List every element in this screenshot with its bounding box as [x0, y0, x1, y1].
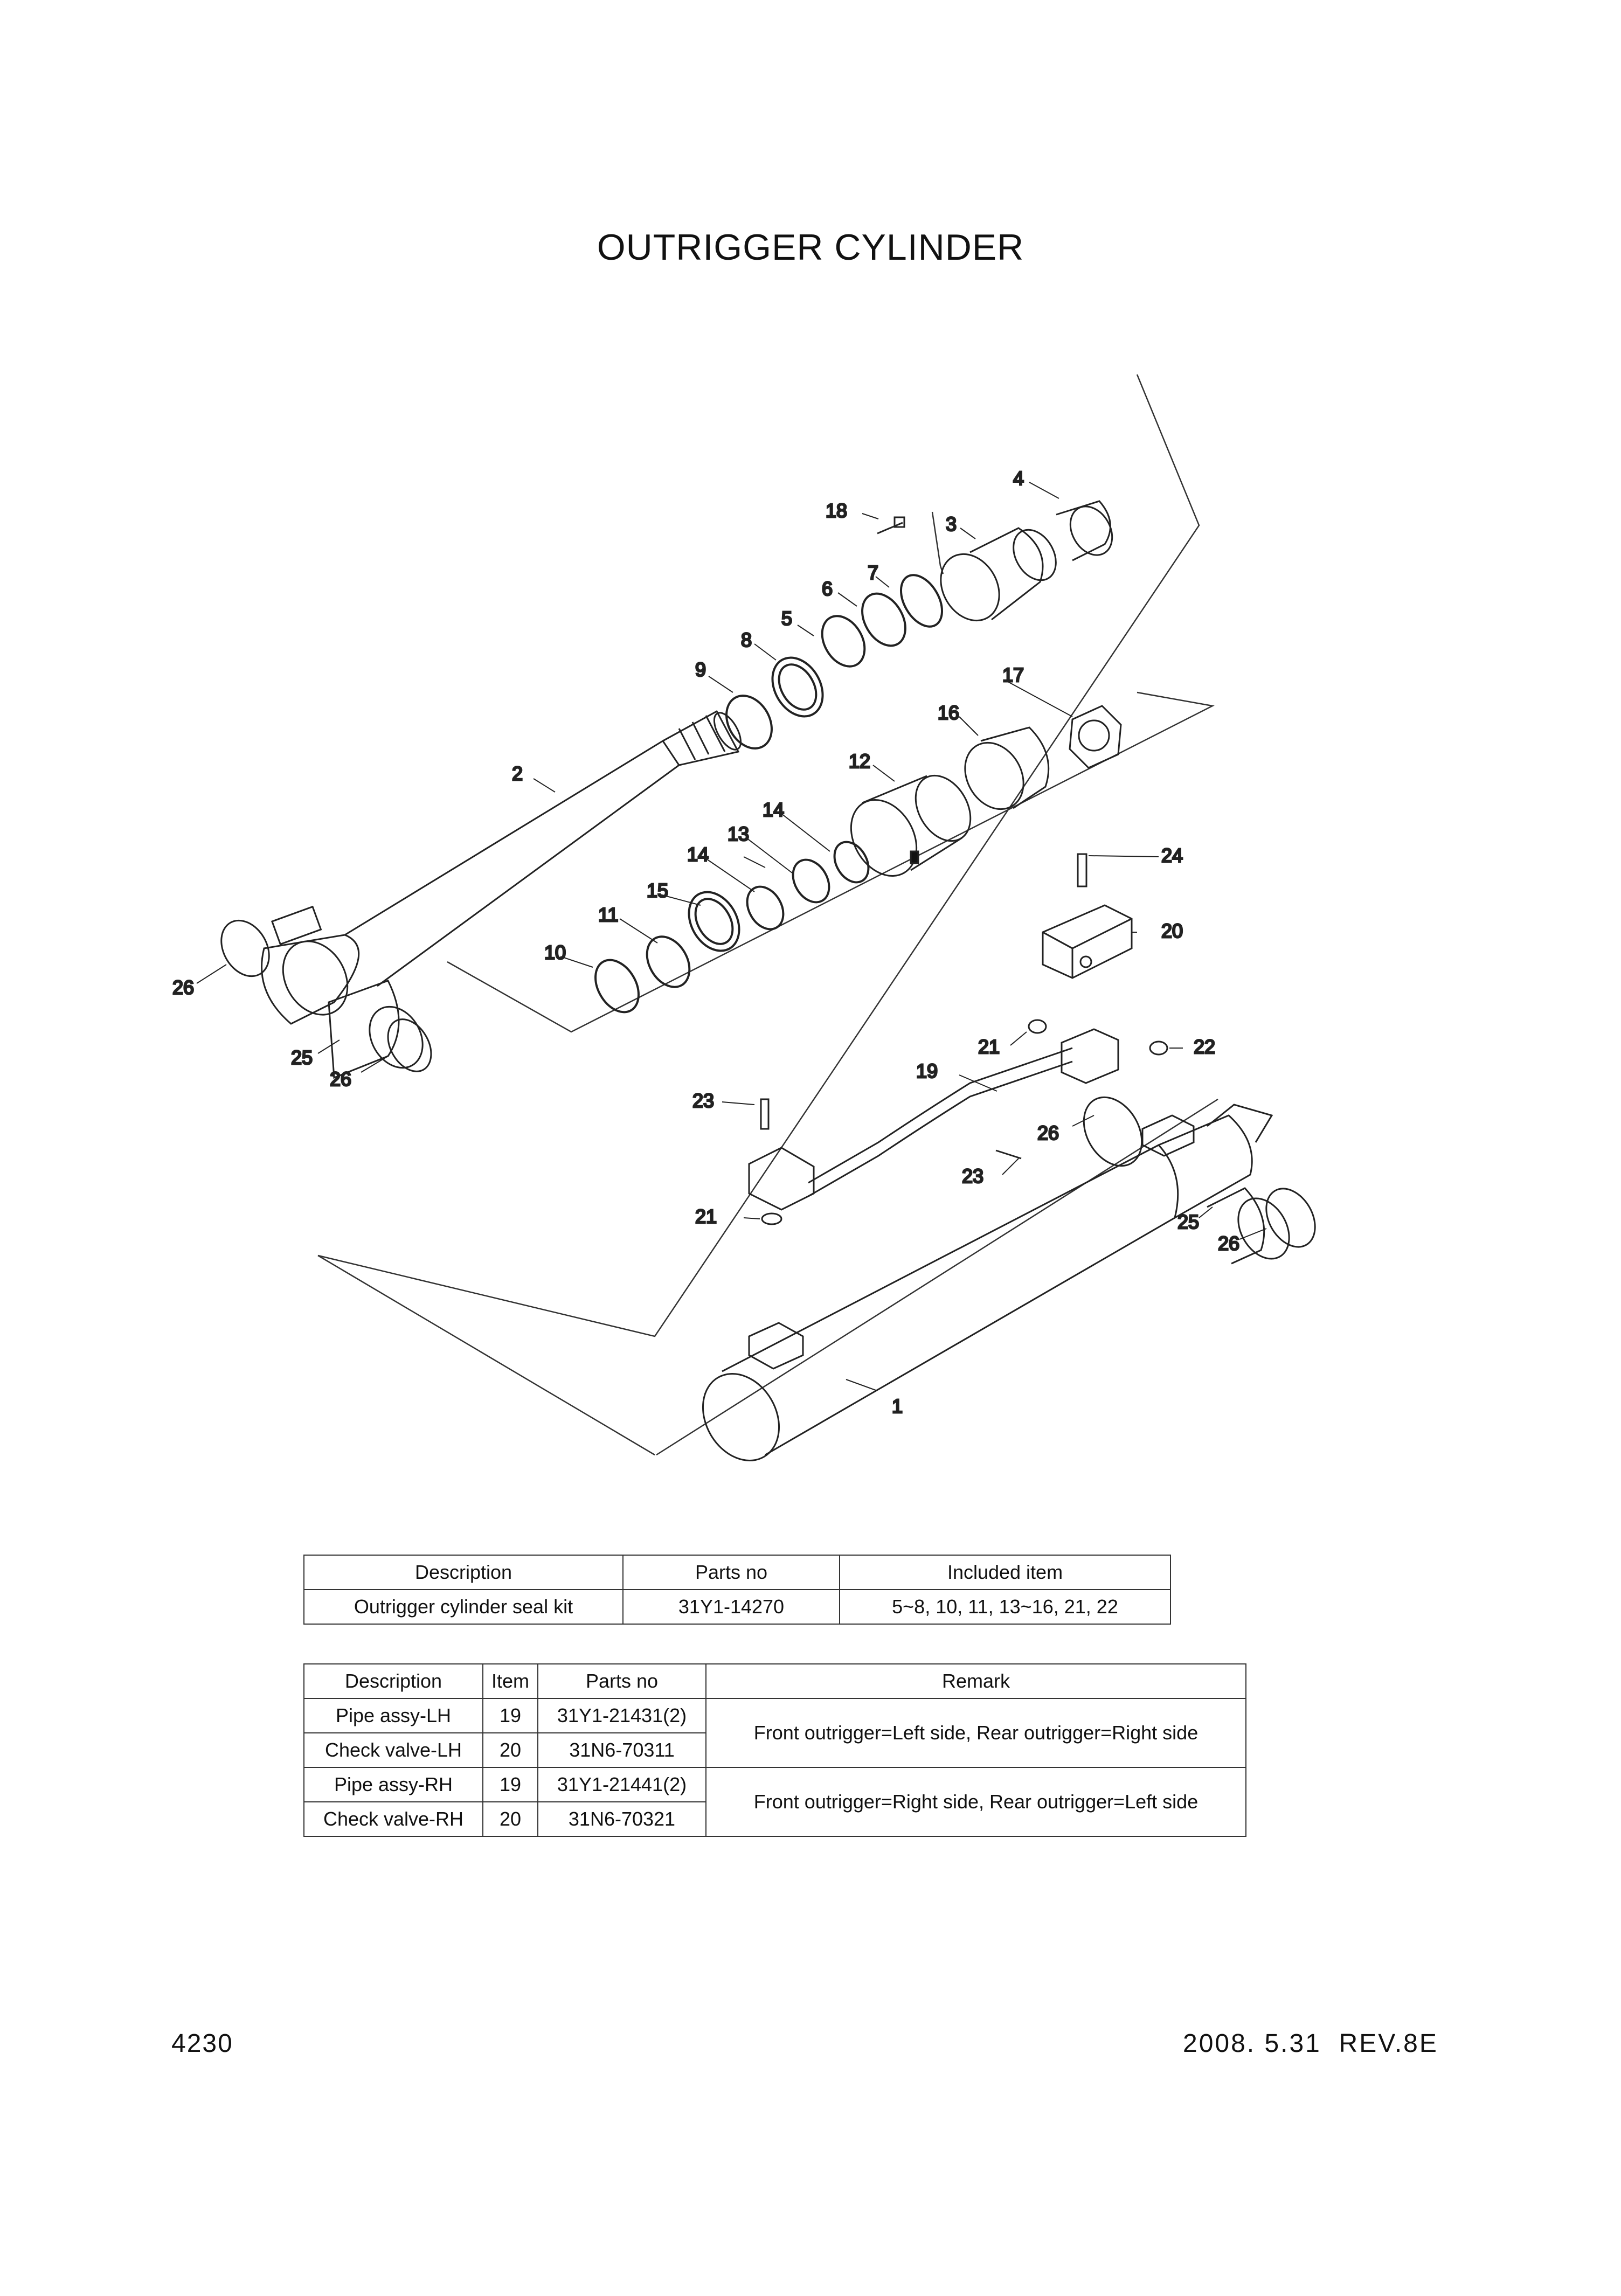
table-cell: 5~8, 10, 11, 13~16, 21, 22 [839, 1589, 1171, 1625]
table-row: Check valve-RH 20 31N6-70321 [303, 1801, 1246, 1837]
callout-18: 18 [826, 500, 847, 522]
table-cell: Outrigger cylinder seal kit [303, 1589, 624, 1625]
page-title: OUTRIGGER CYLINDER [597, 227, 1024, 268]
table-header-row: Description Item Parts no Remark [303, 1663, 1246, 1699]
table-row: Outrigger cylinder seal kit 31Y1-14270 5… [303, 1589, 1171, 1625]
spacer-part [964, 726, 1050, 810]
table-header-row: Description Parts no Included item [303, 1555, 1171, 1590]
cylinder-tube-part [702, 1104, 1316, 1461]
table-cell: 20 [482, 1801, 538, 1837]
remark-cell: Front outrigger=Left side, Rear outrigge… [705, 1698, 1246, 1768]
piston-nut-part [1069, 705, 1122, 769]
callout-3: 3 [946, 513, 957, 535]
callout-9: 9 [695, 658, 706, 681]
table-row: Pipe assy-LH 19 31Y1-21431(2) Front outr… [303, 1698, 1246, 1768]
column-header: Parts no [622, 1555, 840, 1590]
piston-part [850, 774, 972, 877]
gland-bolt-part [877, 516, 905, 535]
callout-2: 2 [512, 762, 523, 785]
page-number: 4230 [171, 2029, 233, 2058]
callout-22: 22 [1194, 1036, 1215, 1058]
callout-7: 7 [868, 561, 878, 584]
callout-4: 4 [1013, 467, 1024, 489]
callout-25a: 25 [291, 1046, 313, 1069]
callout-14b: 14 [687, 843, 709, 865]
table-cell: 19 [482, 1767, 538, 1802]
table-cell: 19 [482, 1698, 538, 1733]
callout-12: 12 [849, 750, 870, 772]
column-header: Included item [839, 1555, 1171, 1590]
check-valve-part [1042, 853, 1133, 979]
table-cell: 31N6-70311 [537, 1732, 706, 1768]
assembly-outline-lines [317, 374, 1218, 1456]
table-cell: 31N6-70321 [537, 1801, 706, 1837]
callout-1: 1 [892, 1395, 903, 1417]
seal-rings [594, 574, 943, 1014]
callout-26a: 26 [172, 976, 194, 998]
callout-25b: 25 [1177, 1211, 1199, 1233]
table-cell: Pipe assy-RH [303, 1767, 483, 1802]
callout-17: 17 [1002, 664, 1024, 686]
gland-part [940, 500, 1113, 622]
table-cell: Pipe assy-LH [303, 1698, 483, 1733]
variant-parts-table: Description Item Parts no Remark Pipe as… [303, 1663, 1246, 1837]
callout-15: 15 [647, 879, 668, 901]
column-header: Remark [705, 1663, 1246, 1699]
callout-23b: 23 [962, 1165, 983, 1187]
callout-11: 11 [598, 904, 618, 926]
table-row: Check valve-LH 20 31N6-70311 [303, 1732, 1246, 1768]
table-cell: 31Y1-14270 [622, 1589, 840, 1625]
callout-21a: 21 [978, 1036, 1000, 1058]
table-cell: 20 [482, 1732, 538, 1768]
callout-14a: 14 [763, 799, 784, 821]
callout-19: 19 [916, 1060, 938, 1082]
callout-24: 24 [1161, 844, 1183, 866]
table-cell: Check valve-LH [303, 1732, 483, 1768]
table-row: Pipe assy-RH 19 31Y1-21441(2) Front outr… [303, 1767, 1246, 1837]
callout-26c: 26 [1037, 1122, 1059, 1144]
callout-13: 13 [728, 823, 749, 845]
callout-16: 16 [938, 702, 959, 724]
table-cell: 31Y1-21441(2) [537, 1767, 706, 1802]
callout-5: 5 [781, 607, 792, 629]
remark-cell: Front outrigger=Right side, Rear outrigg… [705, 1767, 1246, 1837]
callout-8: 8 [741, 629, 752, 651]
piston-rod-part [220, 710, 742, 1079]
pipe-assy-part [748, 1019, 1168, 1225]
table-cell: Check valve-RH [303, 1801, 483, 1837]
callout-26b: 26 [330, 1068, 351, 1090]
seal-kit-table: Description Parts no Included item Outri… [303, 1555, 1171, 1625]
callout-labels: 1 2 3 4 5 6 7 8 9 10 11 12 13 14 14 15 1… [172, 467, 1241, 1418]
callout-23a: 23 [692, 1090, 714, 1112]
column-header: Description [303, 1555, 624, 1590]
callout-21b: 21 [695, 1205, 717, 1227]
callout-26d: 26 [1218, 1232, 1239, 1254]
callout-20: 20 [1161, 920, 1183, 942]
callout-6: 6 [822, 578, 833, 600]
table-cell: 31Y1-21431(2) [537, 1698, 706, 1733]
column-header: Parts no [537, 1663, 706, 1699]
leader-lines [196, 482, 1267, 1391]
callout-10: 10 [544, 941, 566, 963]
column-header: Item [482, 1663, 538, 1699]
column-header: Description [303, 1663, 483, 1699]
revision-date: 2008. 5.31 REV.8E [1183, 2029, 1438, 2058]
